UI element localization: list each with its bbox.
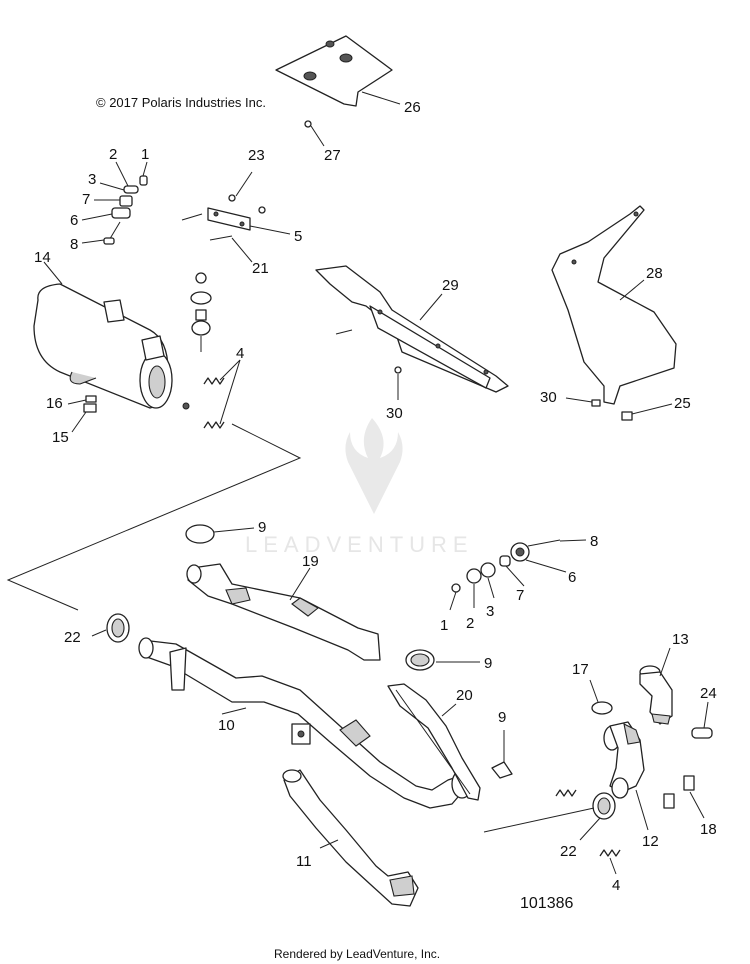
- part-18-bolts[interactable]: [663, 775, 695, 809]
- part-4-spring-lower-a[interactable]: [555, 789, 577, 797]
- diagram-number: 101386: [520, 895, 573, 912]
- part-5-bracket[interactable]: [181, 194, 266, 241]
- callout-6b: 6: [568, 569, 576, 586]
- callout-30a: 30: [386, 405, 403, 422]
- callout-30b: 30: [540, 389, 557, 406]
- callout-8b: 8: [590, 533, 598, 550]
- part-12-elbow-pipe[interactable]: [603, 721, 645, 799]
- callout-7b: 7: [516, 587, 524, 604]
- callout-25: 25: [674, 395, 691, 412]
- part-29-heat-shield[interactable]: [315, 265, 509, 393]
- leadventure-watermark: LEADVENTURE: [245, 418, 474, 557]
- callout-21: 21: [252, 260, 269, 277]
- callout-10: 10: [218, 717, 235, 734]
- part-20-heat-shield[interactable]: [387, 683, 481, 801]
- callout-9a: 9: [258, 519, 266, 536]
- part-28-heat-shield[interactable]: [551, 205, 677, 405]
- muffler-mount-hardware[interactable]: [103, 175, 148, 245]
- callout-4a: 4: [236, 345, 244, 362]
- callout-26: 26: [404, 99, 421, 116]
- callout-23: 23: [248, 147, 265, 164]
- callout-3a: 3: [88, 171, 96, 188]
- callout-16: 16: [46, 395, 63, 412]
- callout-9b: 9: [484, 655, 492, 672]
- part-22-gasket-b[interactable]: [592, 792, 616, 820]
- callout-7a: 7: [82, 191, 90, 208]
- part-4-spring-upper[interactable]: [203, 377, 225, 429]
- part-17-gasket[interactable]: [591, 701, 613, 715]
- muffler-isolator-stack[interactable]: [190, 272, 212, 352]
- callout-8a: 8: [70, 236, 78, 253]
- callout-20: 20: [456, 687, 473, 704]
- callout-14: 14: [34, 249, 51, 266]
- part-13-outlet-pipe[interactable]: [639, 665, 673, 725]
- callout-5: 5: [294, 228, 302, 245]
- callout-6a: 6: [70, 212, 78, 229]
- part-9-clamp-c[interactable]: [491, 761, 513, 779]
- part-19-muffler-pipe[interactable]: [186, 563, 381, 661]
- callout-27: 27: [324, 147, 341, 164]
- rendered-by-text: Rendered by LeadVenture, Inc.: [274, 947, 440, 961]
- callout-1b: 1: [440, 617, 448, 634]
- part-9-clamp-a[interactable]: [185, 524, 215, 544]
- callout-2a: 2: [109, 146, 117, 163]
- watermark-text: LEADVENTURE: [245, 532, 474, 557]
- pipe-mount-hardware[interactable]: [451, 539, 561, 593]
- part-22-gasket-a[interactable]: [106, 613, 130, 643]
- callout-9c: 9: [498, 709, 506, 726]
- callout-24: 24: [700, 685, 717, 702]
- callout-22b: 22: [560, 843, 577, 860]
- callout-22a: 22: [64, 629, 81, 646]
- callout-19: 19: [302, 553, 319, 570]
- callout-17: 17: [572, 661, 589, 678]
- callout-11: 11: [296, 853, 312, 870]
- callout-15: 15: [52, 429, 69, 446]
- part-11-front-pipe[interactable]: [282, 769, 419, 907]
- part-9-clamp-b[interactable]: [405, 649, 435, 671]
- copyright-text: © 2017 Polaris Industries Inc.: [96, 95, 266, 110]
- callout-29: 29: [442, 277, 459, 294]
- callout-28: 28: [646, 265, 663, 282]
- part-14-muffler[interactable]: [33, 283, 190, 410]
- callout-18: 18: [700, 821, 717, 838]
- callout-3b: 3: [486, 603, 494, 620]
- callout-4b: 4: [612, 877, 620, 894]
- callout-1a: 1: [141, 146, 149, 163]
- callout-2b: 2: [466, 615, 474, 632]
- part-26-heat-shield-plate[interactable]: [275, 35, 393, 107]
- part-24-clamp[interactable]: [691, 727, 713, 739]
- part-4-spring-lower-b[interactable]: [599, 849, 621, 857]
- callout-12: 12: [642, 833, 659, 850]
- callout-13: 13: [672, 631, 689, 648]
